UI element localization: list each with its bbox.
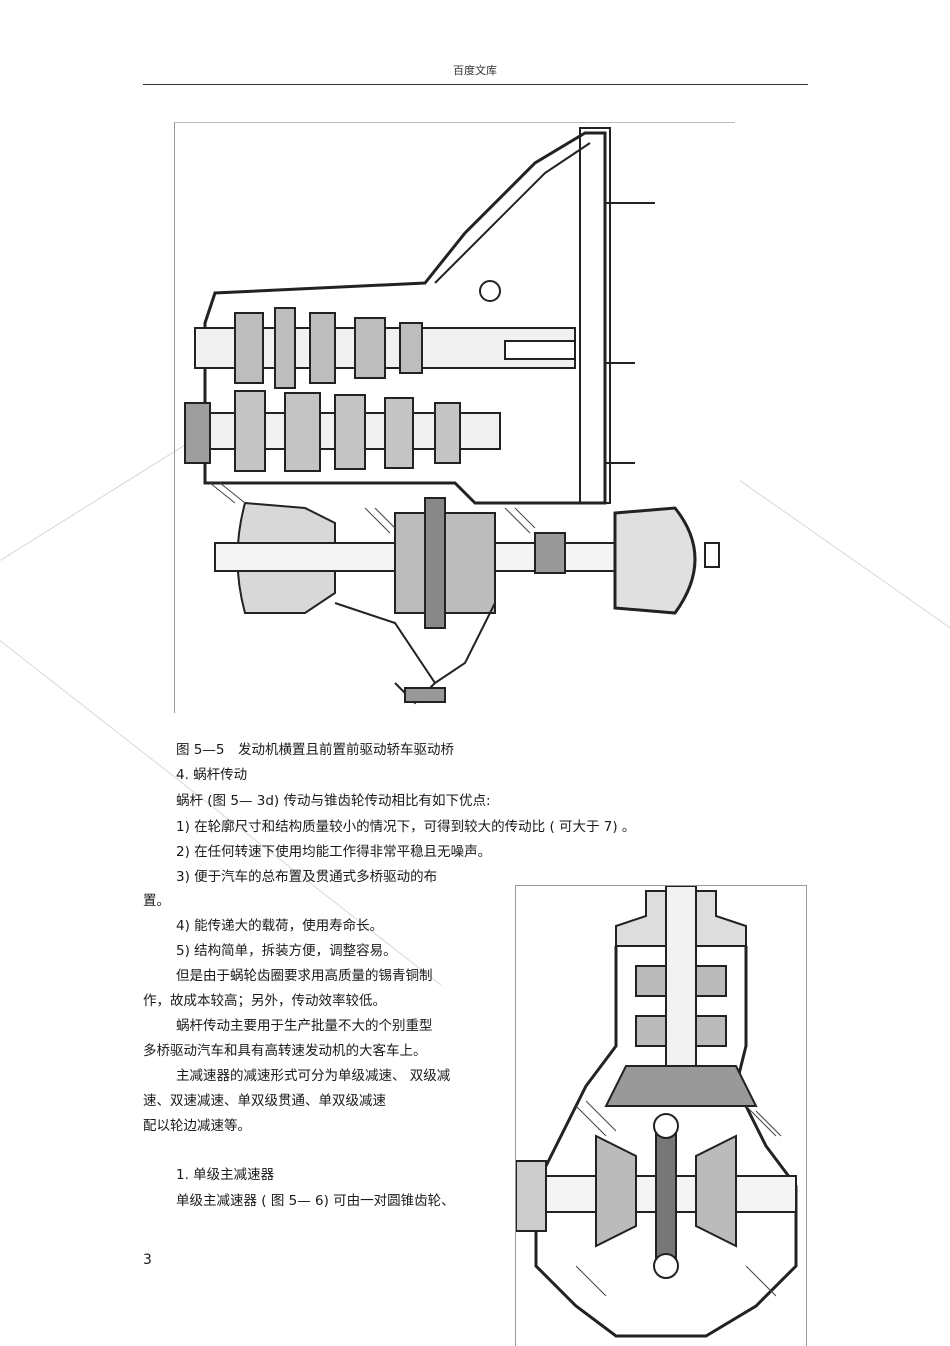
list-item: 4) 能传递大的载荷，使用寿命长。 — [176, 918, 384, 934]
subsection-heading: 1. 单级主减速器 — [176, 1167, 275, 1183]
list-item: 3) 便于汽车的总布置及贯通式多桥驱动的布 — [176, 869, 438, 885]
paragraph-line: 蜗杆传动主要用于生产批量不大的个别重型 — [176, 1018, 433, 1034]
paragraph-line: 配以轮边减速等。 — [143, 1118, 251, 1134]
list-item: 2) 在任何转速下使用均能工作得非常平稳且无噪声。 — [176, 844, 492, 860]
section-heading: 4. 蜗杆传动 — [176, 767, 248, 783]
paragraph-line: 多桥驱动汽车和具有高转速发动机的大客车上。 — [143, 1043, 427, 1059]
list-item: 1) 在轮廓尺寸和结构质量较小的情况下，可得到较大的传动比 ( 可大于 7) 。 — [176, 819, 636, 835]
watermark-line — [739, 480, 950, 630]
paragraph-line: 单级主减速器 ( 图 5— 6) 可由一对圆锥齿轮、 — [176, 1193, 455, 1209]
figure-caption: 图 5—5 发动机横置且前置前驱动轿车驱动桥 — [176, 742, 454, 758]
header-rule — [143, 84, 808, 85]
transaxle-drawing — [174, 122, 735, 713]
page-number: 3 — [143, 1252, 152, 1268]
paragraph-intro: 蜗杆 (图 5— 3d) 传动与锥齿轮传动相比有如下优点: — [176, 793, 491, 809]
paragraph-line: 但是由于蜗轮齿圈要求用高质量的锡青铜制 — [176, 968, 433, 984]
list-item-continuation: 置。 — [143, 893, 170, 909]
final-drive-drawing — [515, 885, 807, 1346]
list-item: 5) 结构简单，拆装方便，调整容易。 — [176, 943, 397, 959]
paragraph-line: 作，故成本较高；另外，传动效率较低。 — [143, 993, 386, 1009]
paragraph-line: 速、双速减速、单双级贯通、单双级减速 — [143, 1093, 386, 1109]
paragraph-line: 主减速器的减速形式可分为单级减速、 双级减 — [176, 1068, 451, 1084]
page-header: 百度文库 — [453, 64, 497, 77]
